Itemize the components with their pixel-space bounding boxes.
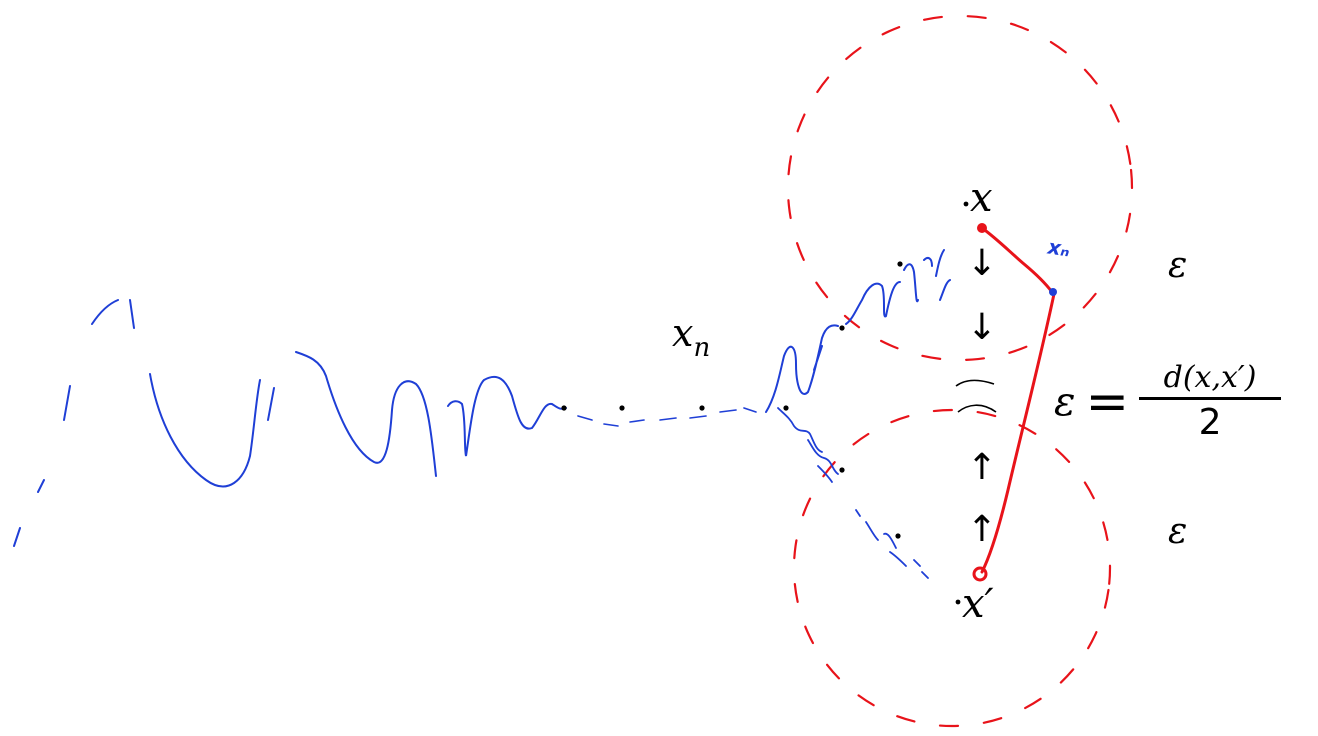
sequence-squiggle-lower [777,407,929,579]
arrow-down-2: ↓ [966,307,998,348]
epsilon-formula: ε = d(x,x′) 2 [1054,360,1282,443]
sequence-label-xn: xn [672,311,710,361]
ball-meet-bottom [957,404,997,413]
formula-fraction: d(x,x′) 2 [1139,360,1282,443]
red-segment-xn-to-xprime [980,292,1056,574]
ball-meet-top [955,379,995,387]
formula-fraction-bar [1139,397,1282,400]
epsilon-label-bottom: ε [1168,511,1188,552]
sequence-dashed-tail [577,407,757,427]
sequence-squiggle-left [13,299,567,547]
epsilon-label-top: ε [1168,245,1188,286]
formula-denominator: 2 [1198,402,1222,443]
sequence-label-x: x [672,311,694,355]
sequence-label-subscript: n [693,333,711,363]
arrow-down-1: ↓ [966,243,998,284]
formula-equals: = [1085,371,1130,432]
point-label-x: x [970,175,993,221]
formula-epsilon: ε [1054,378,1076,425]
red-point-xprime [972,566,988,582]
epsilon-ball-top [786,14,1134,362]
arrow-up-1: ↑ [966,447,998,488]
arrow-up-2: ↑ [966,509,998,550]
formula-numerator: d(x,x′) [1163,360,1257,395]
red-point-x [977,223,987,233]
handwritten-label-xn: xₙ [1046,234,1072,262]
epsilon-ball-bottom [792,408,1112,728]
blue-point-xn [1049,288,1057,296]
red-segment-x-to-xn [980,226,1054,294]
point-label-x-prime: x′ [962,581,994,627]
sequence-squiggle-upper [765,249,951,413]
sequence-dots [561,201,969,605]
